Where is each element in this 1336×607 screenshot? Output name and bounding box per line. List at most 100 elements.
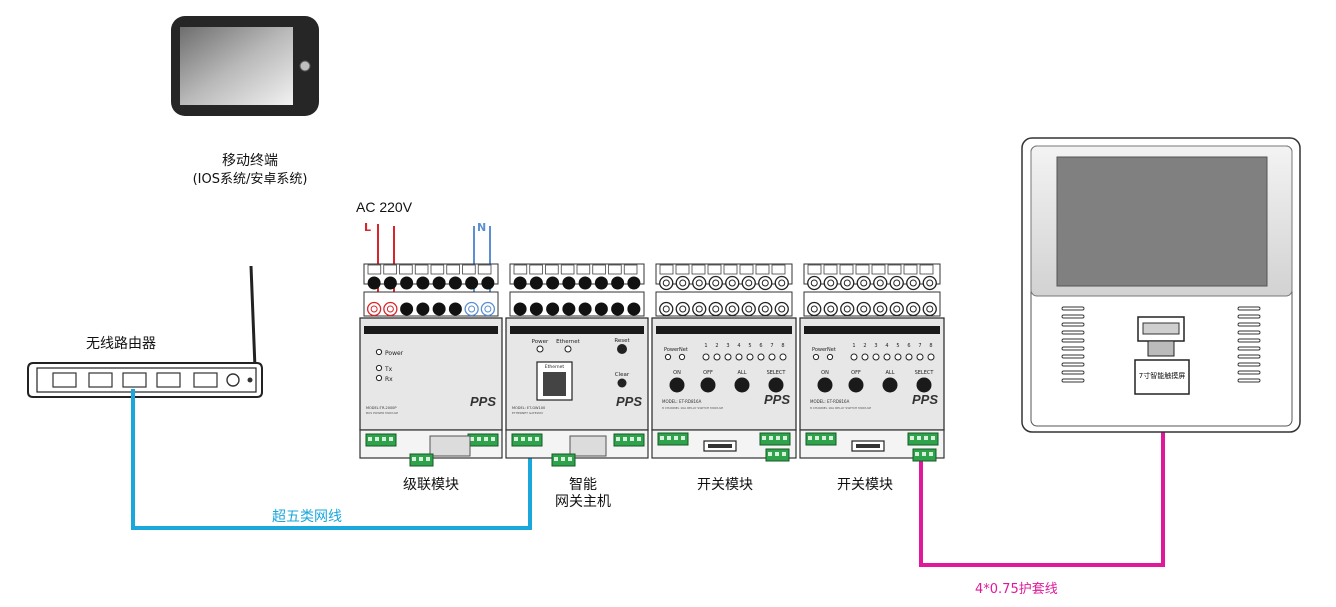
cascade-lower-terminal <box>400 302 414 316</box>
switch-module-1-bus-port-pins <box>708 444 732 448</box>
switch-module-1-net-label: Net <box>679 347 688 353</box>
switch-module-1-button <box>734 377 750 393</box>
gateway-upper-terminal <box>562 276 576 290</box>
switch-module-2-upper-terminal-screw <box>810 279 818 287</box>
switch-module-2-channel-number: 2 <box>863 343 866 349</box>
switch-module-1-channel-number: 6 <box>759 343 762 349</box>
cascade-lower-terminal-screw <box>370 305 378 313</box>
switch-module-2-screw-slot <box>807 264 822 275</box>
switch-module-2-lower-terminal-screw <box>860 305 868 313</box>
switch-module-1-screw-slot <box>691 264 706 275</box>
switch-module-2-screw-slot <box>903 264 918 275</box>
switch-module-1-lower-terminal <box>692 301 707 317</box>
gateway-upper-terminal <box>546 276 560 290</box>
switch-module-1-screw-slot <box>739 264 754 275</box>
switch-module-2-upper-terminal <box>873 275 888 291</box>
switch-module-1-green-pin <box>775 452 779 456</box>
switch-module-1-screw-slot <box>707 264 722 275</box>
switch-module-2-upper-terminal <box>840 275 855 291</box>
gateway-reset-button <box>617 344 627 354</box>
switch-module-2-lower-terminal <box>922 301 937 317</box>
cascade-lower-terminal <box>480 301 496 317</box>
switch-module-1-lower-terminal <box>758 301 773 317</box>
gateway-label-line2: 网关主机 <box>555 494 611 510</box>
switch-module-1-channel-number: 7 <box>770 343 773 349</box>
switch-module-1-brand-logo: PPS <box>764 392 790 407</box>
cascade-module-label: 级联模块 <box>403 477 459 493</box>
switch-module-2-screw-slot <box>919 264 934 275</box>
gateway-screw-slot <box>560 264 575 275</box>
switch-module-1-upper-terminal-screw <box>728 279 736 287</box>
cat5-cable-label: 超五类网线 <box>272 509 342 525</box>
touch-panel-label: 7寸智能触摸屏 <box>1138 372 1186 380</box>
switch-module-2-upper-terminal <box>889 275 904 291</box>
cascade-screw-slot <box>446 264 460 275</box>
switch-module-1-channel-number: 8 <box>781 343 784 349</box>
switch-module-1-green-connector <box>759 432 791 446</box>
switch-module-2-lower-terminal-screw <box>926 305 934 313</box>
switch-module-2-brand-logo: PPS <box>912 392 938 407</box>
switch-module-1-green-pin <box>674 436 678 440</box>
gateway-lower-terminal <box>546 302 560 316</box>
cascade-green-pin <box>375 437 379 441</box>
switch-module-1-lower-terminal-screw <box>662 305 670 313</box>
vent-slot-right <box>1237 354 1261 359</box>
vent-slot-left <box>1061 330 1085 335</box>
cascade-model-sub: BUS POWER MODULE <box>366 411 398 415</box>
gateway-lower-terminal <box>529 302 543 316</box>
switch-module-1-lower-terminal-screw <box>761 305 769 313</box>
cascade-lower-terminal <box>432 302 446 316</box>
switch-module-1-upper-terminal <box>725 275 740 291</box>
switch-module-2-upper-terminal-screw <box>827 279 835 287</box>
switch-module-2-channel-led <box>861 353 869 361</box>
gateway-screw-slot <box>608 264 622 275</box>
switch-module-2-screw-slot <box>839 264 854 275</box>
gateway-green-connector <box>511 433 543 447</box>
gateway-green-pin <box>561 457 565 461</box>
switch-module-2-green-pin <box>931 436 935 440</box>
switch-module-1-upper-terminal <box>659 275 674 291</box>
switch-module-2-green-connector <box>907 432 939 446</box>
switch-module-1-button <box>700 377 716 393</box>
switch-module-1-power-label: Power <box>664 347 680 353</box>
gateway-upper-terminal <box>529 276 543 290</box>
gateway-screw-slot <box>576 264 591 275</box>
switch-module-2-lower-terminal <box>823 301 838 317</box>
gateway-green-pin <box>637 437 641 441</box>
cascade-upper-terminal <box>383 276 397 290</box>
switch-module-1-label-strip <box>656 326 792 334</box>
gateway-model: MODEL: ET-GW100 <box>512 406 545 410</box>
switch-module-1-mid-block <box>655 291 793 317</box>
switch-module-2-net-led <box>826 353 834 361</box>
switch-module-2-channel-led <box>850 353 858 361</box>
gateway-led-label: Power <box>532 339 549 345</box>
switch-module-2-lower-terminal <box>807 301 822 317</box>
switch-module-2-lower-terminal-screw <box>810 305 818 313</box>
switch-module-1-green-pin <box>768 452 772 456</box>
switch-module-1-upper-terminal-screw <box>712 279 720 287</box>
gateway-clear-button <box>617 378 627 388</box>
switch-module-2-power-label: Power <box>812 347 828 353</box>
switch-module-2-button-label: ON <box>821 370 829 376</box>
gateway-green-pin <box>554 457 558 461</box>
switch-module-1-green-pin <box>769 436 773 440</box>
switch-module-2-upper-terminal-screw <box>926 279 934 287</box>
switch-module-2-button <box>848 377 864 393</box>
switch-module-1-model-sub: 8 CHANNEL 16A RELAY SWITCH MODULE <box>662 406 723 410</box>
switch-module-1-button <box>768 377 784 393</box>
switch-module-2-button <box>916 377 932 393</box>
vent-slot-left <box>1061 346 1085 351</box>
gateway-green-pin <box>630 437 634 441</box>
vent-slot-left <box>1061 362 1085 367</box>
gateway-screw-slot <box>623 264 638 275</box>
switch-module-2-lower-terminal-screw <box>909 305 917 313</box>
switch-module-1-upper-terminal-screw <box>695 279 703 287</box>
switch-module-2-green-pin <box>922 452 926 456</box>
switch-module-label-2: 开关模块 <box>837 477 893 493</box>
gateway-led <box>536 345 544 353</box>
switch-module-2-upper-terminal-screw <box>843 279 851 287</box>
neutral-label: N <box>477 221 487 234</box>
cascade-lower-terminal <box>383 301 398 317</box>
